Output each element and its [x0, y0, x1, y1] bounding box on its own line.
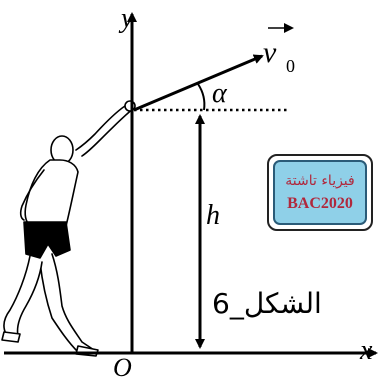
- angle-label: α: [212, 78, 227, 109]
- watermark-panel: فيزياء تاشتة BAC2020: [273, 160, 367, 225]
- velocity-vector: [133, 54, 264, 112]
- watermark-title: فيزياء تاشتة: [285, 172, 355, 189]
- height-label: h: [206, 200, 220, 231]
- origin-label: O: [113, 353, 132, 382]
- shorts-shape: [23, 221, 71, 259]
- athlete-figure: [1, 100, 136, 357]
- x-axis-label: x: [360, 335, 373, 366]
- watermark-year: BAC2020: [287, 194, 353, 212]
- watermark-stamp: فيزياء تاشتة BAC2020: [267, 154, 373, 231]
- velocity-subscript: 0: [286, 56, 295, 76]
- velocity-label: v: [263, 36, 277, 69]
- angle-arc: [197, 83, 206, 111]
- y-axis-label: y: [121, 3, 134, 34]
- figure-caption: الشكل_6: [212, 287, 322, 320]
